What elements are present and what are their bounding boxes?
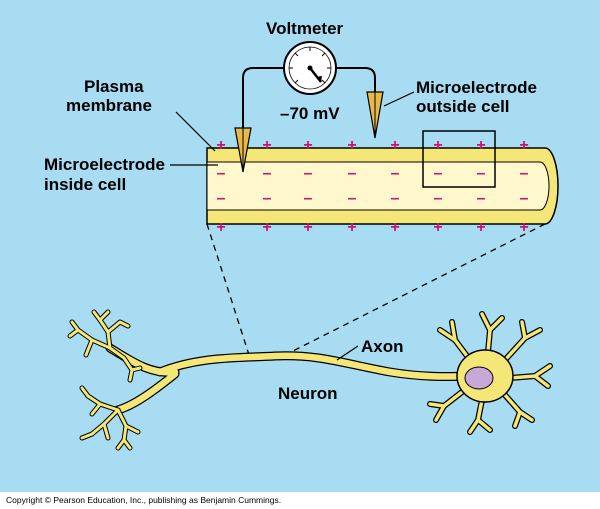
microelectrode-outside — [366, 91, 384, 139]
nucleus — [464, 366, 494, 390]
electrode-outside-label-2: outside cell — [416, 97, 510, 116]
plus-charge-bottom-4: + — [347, 219, 356, 236]
voltmeter-label: Voltmeter — [266, 19, 344, 38]
minus-charge-upper-3: – — [304, 165, 313, 182]
plus-charge-bottom-6: + — [433, 219, 442, 236]
plus-charge-top-8: + — [519, 137, 528, 154]
charges-outside-top: + + + + + + + + — [216, 137, 528, 154]
electrode-outside-leader — [383, 91, 415, 107]
zoom-line-right — [282, 223, 546, 357]
membrane-highlight-box — [422, 130, 496, 188]
plus-charge-top-4: + — [347, 137, 356, 154]
plus-charge-top-1: + — [216, 137, 225, 154]
minus-charge-lower-8: – — [520, 190, 529, 207]
voltmeter-wire-right — [337, 67, 376, 92]
axon-label: Axon — [361, 337, 404, 356]
plus-charge-top-7: + — [476, 137, 485, 154]
copyright-notice: Copyright © Pearson Education, Inc., pub… — [6, 495, 282, 505]
electrode-inside-label-2: inside cell — [44, 175, 126, 194]
minus-charge-lower-1: – — [217, 190, 226, 207]
neuron-drawing — [67, 309, 553, 451]
microelectrode-inside — [234, 127, 252, 173]
plus-charge-top-3: + — [303, 137, 312, 154]
plus-charge-bottom-3: + — [303, 219, 312, 236]
minus-charge-upper-1: – — [217, 165, 226, 182]
plus-charge-bottom-1: + — [216, 219, 225, 236]
electrode-outside-label-1: Microelectrode — [416, 78, 537, 97]
minus-charge-lower-6: – — [434, 190, 443, 207]
minus-charge-upper-6: – — [434, 165, 443, 182]
plus-charge-top-5: + — [390, 137, 399, 154]
minus-charge-lower-7: – — [477, 190, 486, 207]
plus-charge-bottom-2: + — [262, 219, 271, 236]
minus-charge-upper-4: – — [348, 165, 357, 182]
minus-charge-lower-5: – — [391, 190, 400, 207]
plus-charge-bottom-8: + — [519, 219, 528, 236]
voltmeter-wire-left — [242, 67, 285, 128]
minus-charge-lower-2: – — [263, 190, 272, 207]
voltage-reading: –70 mV — [280, 104, 340, 123]
minus-charge-upper-7: – — [477, 165, 486, 182]
plus-charge-top-6: + — [433, 137, 442, 154]
minus-charge-upper-2: – — [263, 165, 272, 182]
plus-charge-bottom-5: + — [390, 219, 399, 236]
plus-charge-bottom-7: + — [476, 219, 485, 236]
electrode-inside-label-1: Microelectrode — [44, 155, 165, 174]
voltmeter-icon — [283, 41, 337, 95]
plasma-membrane-label-1: Plasma — [84, 77, 144, 96]
minus-charge-upper-8: – — [520, 165, 529, 182]
minus-charge-lower-4: – — [348, 190, 357, 207]
plus-charge-top-2: + — [262, 137, 271, 154]
minus-charge-lower-3: – — [304, 190, 313, 207]
minus-charge-upper-5: – — [391, 165, 400, 182]
charges-outside-bottom: + + + + + + + + — [216, 219, 528, 236]
charges-inside: – – – – – – – – – – – – – – – – — [217, 165, 529, 207]
plasma-membrane-leader — [175, 111, 216, 152]
zoom-line-left — [206, 223, 251, 359]
axon-interior — [206, 161, 550, 211]
axon-leader — [336, 345, 359, 361]
neuron-label: Neuron — [278, 384, 338, 403]
plasma-membrane-label-2: membrane — [66, 96, 152, 115]
